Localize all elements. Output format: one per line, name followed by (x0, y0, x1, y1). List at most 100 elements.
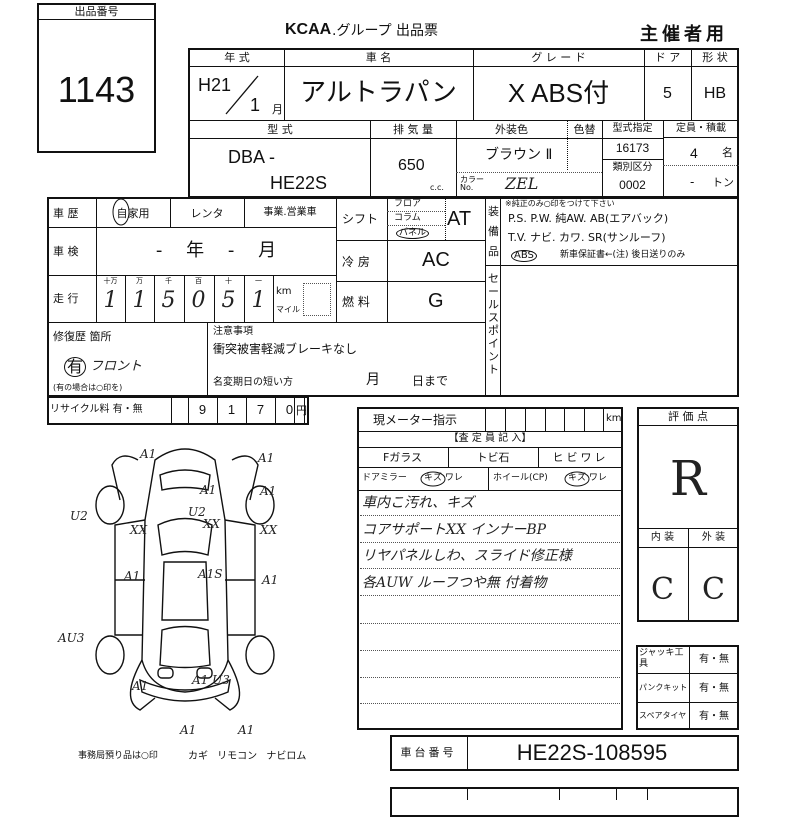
recycle-digit: 9 (198, 402, 207, 417)
wheel-front-left (95, 635, 125, 675)
puncture-kit-value: 有・無 (699, 683, 729, 694)
meter-cell (564, 407, 565, 431)
color-label: 外装色 (495, 123, 528, 136)
equipment-label: 装備品 (488, 205, 499, 258)
mile-unit: マイル (276, 305, 300, 314)
year-label: 年 式 (224, 51, 250, 64)
displacement: 650 (398, 157, 425, 174)
recycle-digit: 0 (285, 402, 294, 417)
meter-cell (603, 407, 604, 431)
damage-mark: A1 (262, 573, 279, 587)
damage-mark: A1 (124, 569, 141, 583)
month-unit: 月 (272, 103, 283, 116)
spare-tire-label: スペアタイヤ (639, 711, 687, 720)
fuel-label: 燃 料 (342, 295, 370, 309)
shift-panel: パネル (396, 228, 430, 239)
capacity: 4 (690, 145, 698, 161)
rear-fenders (111, 455, 259, 501)
damage-mark: A1 U3 (192, 673, 230, 687)
ac-value: AC (422, 249, 450, 271)
shift-label: シフト (342, 212, 379, 226)
wheel-options: キズ ワレ (568, 473, 607, 483)
damage-mark: A1 (260, 484, 277, 498)
meter-cell (584, 407, 585, 431)
recycle-unit: 円 (296, 404, 307, 417)
repair-note: (有の場合は○印を) (53, 383, 123, 392)
caution-label: 注意事項 (213, 326, 253, 337)
meter-cell (505, 407, 506, 431)
windshield (157, 517, 213, 556)
inspection-value: - 年 - 月 (155, 240, 277, 261)
rename-label: 名変期日の短い方 (213, 377, 293, 388)
equipment-warranty: 新車保証書←(注) 後日送りのみ (560, 250, 686, 260)
recycle-digit: 1 (227, 402, 236, 417)
score-label: 評 価 点 (668, 410, 708, 423)
doors: 5 (663, 85, 672, 102)
equipment-note: ※純正のみ○印をつけて下さい (505, 199, 615, 208)
meter-cell (545, 407, 546, 431)
damage-mark: A1 (132, 679, 149, 693)
damage-mark: XX (260, 523, 278, 537)
inspector-box (357, 407, 623, 730)
lot-label: 出品番号 (74, 5, 119, 18)
equipment-abs: ABS (511, 250, 537, 262)
recycle-digit: 7 (256, 402, 265, 417)
overall-score: R (669, 451, 707, 507)
damage-mark: A1 (140, 447, 157, 461)
spare-tire-value: 有・無 (699, 711, 729, 722)
displacement-label: 排 気 量 (393, 123, 433, 136)
front-fenders (129, 659, 241, 711)
cc-unit: c.c. (430, 183, 444, 192)
meter-cell (485, 407, 486, 431)
damage-mark: A1 (180, 723, 197, 737)
damage-mark: XX (203, 517, 221, 531)
color-no: ZEL (505, 174, 539, 193)
inspector-header: 【査 定 員 記 入】 (448, 433, 532, 444)
interior-score: C (651, 572, 674, 607)
shift-column: コラム (394, 213, 421, 223)
repair-label: 修復歴 箇所 (53, 330, 112, 343)
model-code: HE22S (270, 173, 328, 193)
damage-mark: A1 (200, 483, 217, 497)
shift-floor: フロア (394, 199, 422, 209)
exterior-color: ブラウン Ⅱ (485, 147, 553, 163)
lot-number: 1143 (57, 69, 136, 110)
name-label: 車 名 (365, 51, 392, 64)
mileage-digit: 5 (221, 288, 236, 313)
mileage-digit: 1 (132, 288, 147, 313)
history-business[interactable]: 事業.営業車 (263, 207, 317, 218)
note-line-3: リヤパネルしわ、スライド修正様 (362, 548, 572, 564)
headlight-left (157, 667, 174, 679)
interior-label: 内 装 (650, 532, 675, 543)
equipment-line2: T.V. ナビ. カワ. SR(サンルーフ) (508, 231, 666, 244)
recycle-divider (246, 396, 247, 425)
mileage-unit-label: 一 (255, 277, 262, 285)
office-items: カギ リモコン ナビロム (188, 751, 307, 762)
puncture-kit-label: パンクキット (639, 683, 688, 692)
type-designation-label: 型式指定 (612, 123, 653, 134)
history-private[interactable]: 自家用 (116, 207, 150, 220)
history-rental[interactable]: レンタ (190, 207, 224, 220)
repair-location: フロント (90, 359, 143, 374)
accessories-box (636, 645, 739, 730)
digit-divider (244, 275, 245, 322)
recycle-divider (304, 396, 305, 425)
mileage-unit-label: 千 (165, 277, 172, 285)
chassis-label: 車台番号 (400, 746, 457, 759)
mileage-unit-label: 百 (195, 277, 202, 285)
damage-mark: A1 (238, 723, 255, 737)
mirror-label: ドアミラー (362, 473, 407, 483)
recycle-fee-box (47, 396, 309, 425)
damage-mark: AU3 (58, 631, 85, 645)
damage-mark: XX (130, 523, 148, 537)
note-line-1: 車内こ汚れ、キズ (362, 495, 475, 511)
recycle-label: リサイクル料 有・無 (50, 404, 143, 415)
mileage-unit-label: 万 (136, 277, 143, 285)
grade-label: グ レ ー ド (531, 51, 586, 64)
damage-mark: A1S (198, 567, 223, 581)
body-shape: HB (703, 85, 727, 102)
ac-label: 冷 房 (342, 255, 370, 269)
model-label: 型 式 (267, 123, 293, 136)
load: - (690, 175, 695, 189)
exterior-label: 外 装 (701, 532, 726, 543)
